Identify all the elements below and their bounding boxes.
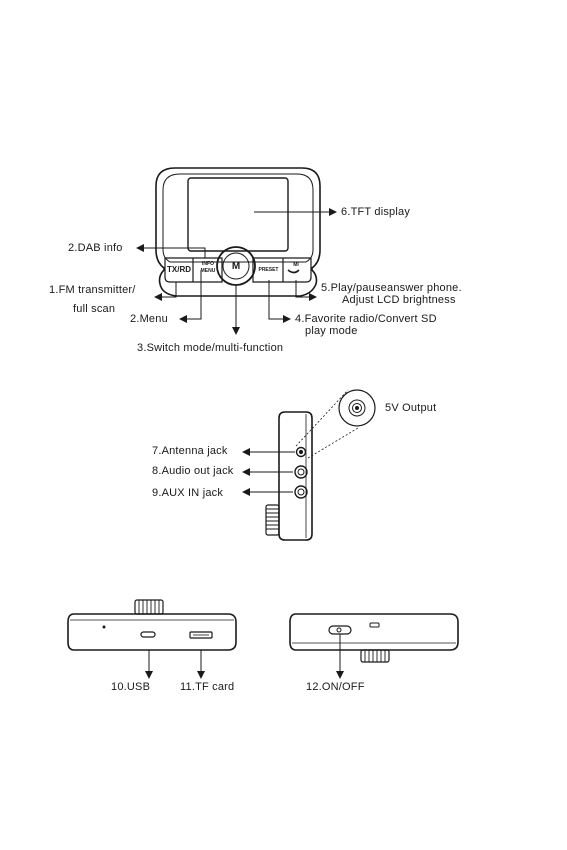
led-indicator xyxy=(370,623,379,627)
fm-transmitter-label: 1.FM transmitter/ xyxy=(49,284,136,297)
phone-icon xyxy=(288,270,299,273)
antenna-jack-label: 7.Antenna jack xyxy=(152,445,228,458)
play-mode-label: play mode xyxy=(305,325,358,338)
tft-display-label: 6.TFT display xyxy=(341,206,410,219)
front-device xyxy=(156,168,320,296)
on-off-label: 12.ON/OFF xyxy=(306,681,365,694)
switch-mode-label: 3.Switch mode/multi-function xyxy=(137,342,283,355)
side-device xyxy=(266,412,312,540)
bottom-device-left xyxy=(68,600,236,650)
usb-port xyxy=(141,632,155,637)
leader-menu xyxy=(180,270,201,319)
leader-favorite xyxy=(269,280,290,319)
tx-rd-button: TX/RD xyxy=(167,265,191,274)
lcd-brightness-label: Adjust LCD brightness xyxy=(342,294,456,307)
call-button-label: MI xyxy=(286,262,306,268)
dab-info-label: 2.DAB info xyxy=(68,242,123,255)
aux-in-jack xyxy=(295,486,307,498)
on-off-switch xyxy=(329,626,351,634)
side-knob xyxy=(266,505,279,535)
output-magnifier xyxy=(296,390,375,458)
preset-button-label: PRESET xyxy=(255,267,282,273)
usb-label: 10.USB xyxy=(111,681,150,694)
output-label: 5V Output xyxy=(385,402,436,415)
audio-out-jack xyxy=(295,466,307,478)
menu-button-label: MENU xyxy=(195,268,221,274)
aux-in-jack-label: 9.AUX IN jack xyxy=(152,487,223,500)
tft-screen xyxy=(188,178,288,251)
leader-dab-info xyxy=(137,248,205,258)
audio-out-jack-label: 8.Audio out jack xyxy=(152,465,233,478)
bottom-device-right xyxy=(290,614,458,662)
tf-card-label: 11.TF card xyxy=(180,681,234,694)
menu-label: 2.Menu xyxy=(130,313,168,326)
info-button-label: INFO xyxy=(195,261,221,267)
full-scan-label: full scan xyxy=(73,303,115,316)
mode-button-label: M xyxy=(226,261,246,272)
